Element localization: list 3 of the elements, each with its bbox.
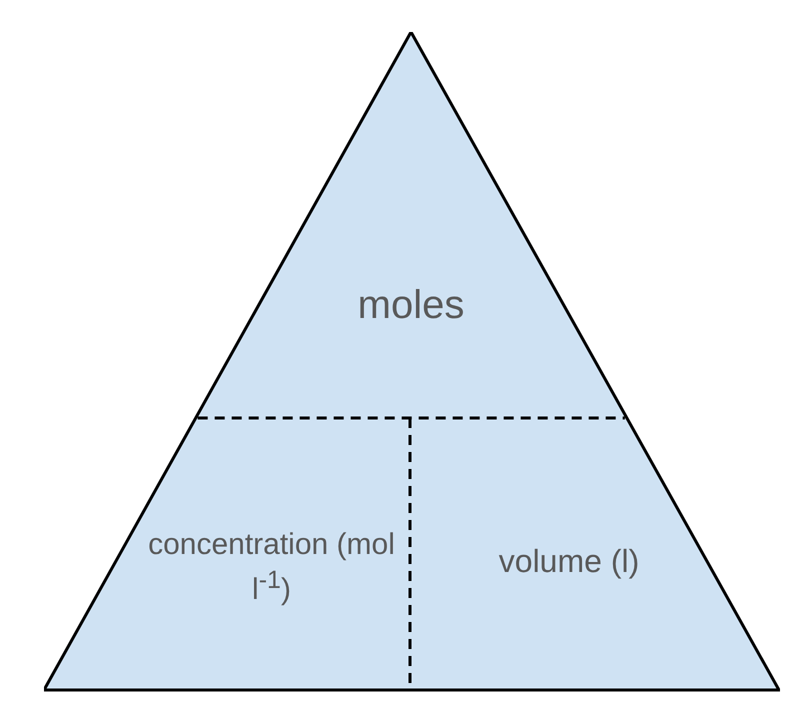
- formula-label: volume (l): [498, 542, 640, 582]
- formula-label: moles: [358, 282, 464, 329]
- formula-label: concentration (mol l$^{-1}$): [147, 527, 396, 608]
